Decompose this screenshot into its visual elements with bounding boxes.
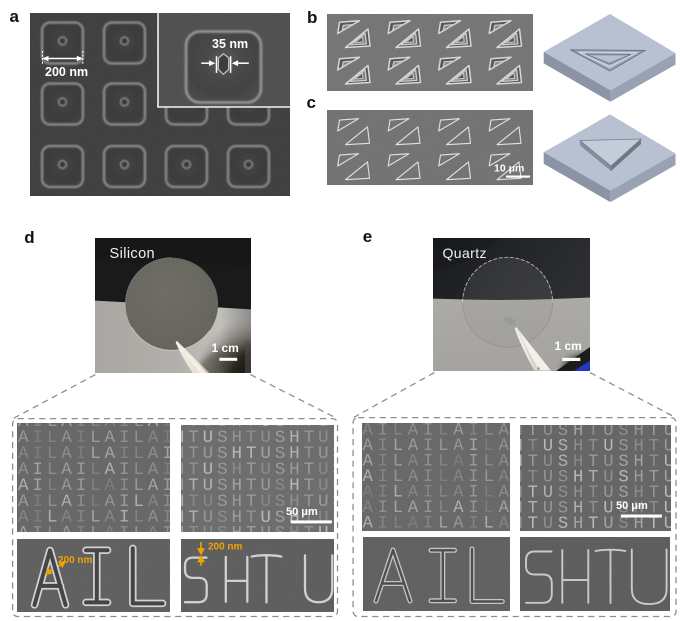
svg-text:HTUSHTUSHTUS: HTUSHTUSHTUS: [520, 484, 671, 503]
svg-text:200 nm: 200 nm: [45, 65, 88, 79]
svg-text:AILAILAILAI: AILAILAILAI: [18, 476, 170, 496]
svg-text:50 μm: 50 μm: [616, 500, 648, 512]
svg-text:35 nm: 35 nm: [212, 37, 248, 51]
svg-text:AILAILAILAI: AILAILAILAI: [363, 499, 511, 518]
svg-text:200 nm: 200 nm: [208, 541, 243, 552]
svg-text:AILAILAILAI: AILAILAILAI: [363, 484, 511, 503]
svg-text:1 cm: 1 cm: [555, 339, 582, 353]
svg-text:AILAILAILAI: AILAILAILAI: [363, 423, 511, 441]
svg-text:HTUSHTUSHTUS: HTUSHTUSHTUS: [181, 508, 334, 528]
svg-text:HTUSHTUSHTUS: HTUSHTUSHTUS: [181, 476, 334, 496]
svg-text:HTUSHTUSHTUS: HTUSHTUSHTUS: [520, 499, 671, 518]
svg-text:AILAILAILAI: AILAILAILAI: [18, 444, 170, 464]
svg-text:HTUSHTUSHTUS: HTUSHTUSHTUS: [181, 460, 334, 480]
svg-text:AILAILAILAI: AILAILAILAI: [363, 468, 511, 487]
svg-text:Silicon: Silicon: [110, 246, 156, 262]
svg-text:HTUSHTUSHTUS: HTUSHTUSHTUS: [520, 515, 671, 531]
svg-text:AILAILAILAI: AILAILAILAI: [18, 460, 170, 480]
svg-text:HTUSHTUSHTUS: HTUSHTUSHTUS: [520, 530, 671, 531]
svg-text:HTUSHTUSHTUS: HTUSHTUSHTUS: [181, 523, 334, 531]
svg-text:AILAILAILAI: AILAILAILAI: [363, 437, 511, 456]
svg-text:200 nm: 200 nm: [58, 554, 93, 565]
svg-text:AILAILAILAI: AILAILAILAI: [18, 423, 170, 432]
svg-text:Quartz: Quartz: [443, 245, 487, 261]
svg-text:HTUSHTUSHTUS: HTUSHTUSHTUS: [181, 444, 334, 464]
svg-text:AILAILAILAI: AILAILAILAI: [18, 428, 170, 448]
svg-text:HTUSHTUSHTUS: HTUSHTUSHTUS: [520, 425, 671, 441]
svg-text:HTUSHTUSHTUS: HTUSHTUSHTUS: [520, 468, 671, 487]
svg-text:AILAILAILAI: AILAILAILAI: [363, 453, 511, 472]
svg-text:HTUSHTUSHTUS: HTUSHTUSHTUS: [181, 428, 334, 448]
svg-text:1 cm: 1 cm: [212, 341, 239, 355]
svg-text:AILAILAILAI: AILAILAILAI: [18, 523, 170, 531]
svg-text:HTUSHTUSHTUS: HTUSHTUSHTUS: [181, 425, 334, 432]
svg-text:AILAILAILAI: AILAILAILAI: [18, 492, 170, 512]
svg-text:50 μm: 50 μm: [286, 506, 318, 518]
svg-text:10 μm: 10 μm: [494, 163, 524, 175]
svg-text:AILAILAILAI: AILAILAILAI: [18, 508, 170, 528]
svg-text:HTUSHTUSHTUS: HTUSHTUSHTUS: [520, 453, 671, 472]
svg-text:AILAILAILAI: AILAILAILAI: [363, 530, 511, 531]
svg-text:HTUSHTUSHTUS: HTUSHTUSHTUS: [181, 492, 334, 512]
svg-text:AILAILAILAI: AILAILAILAI: [363, 515, 511, 532]
svg-text:HTUSHTUSHTUS: HTUSHTUSHTUS: [520, 437, 671, 456]
